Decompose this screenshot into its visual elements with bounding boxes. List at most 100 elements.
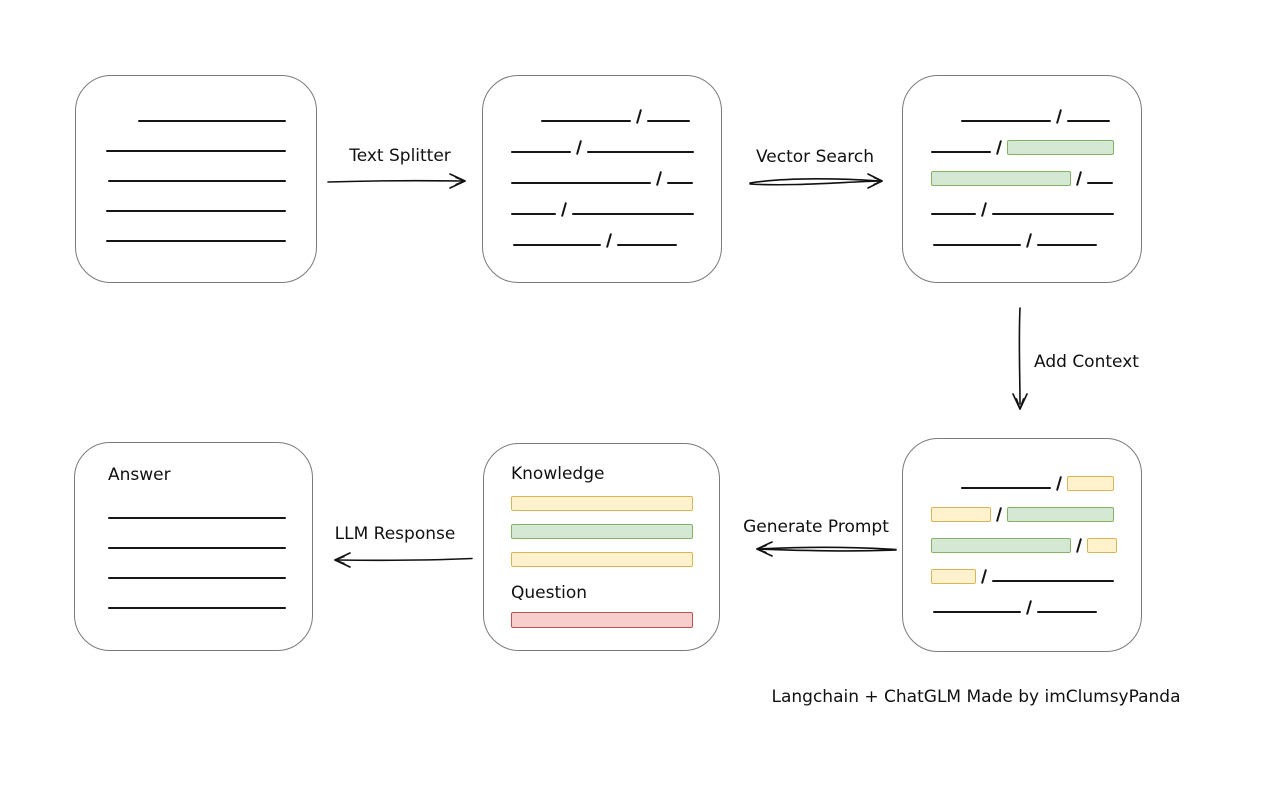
slash-separator xyxy=(1055,109,1063,124)
knowledge-title: Knowledge xyxy=(511,464,605,484)
question-title: Question xyxy=(511,583,588,603)
slash-separator xyxy=(635,109,643,124)
slash-separator xyxy=(1075,538,1083,553)
chunk-row xyxy=(903,201,1141,217)
chunk-row xyxy=(483,201,721,217)
context-chunks-box xyxy=(902,438,1142,652)
add-context-label: Add Context xyxy=(1034,352,1139,372)
slash-separator xyxy=(575,140,583,155)
text-line xyxy=(108,180,286,182)
highlight-yellow xyxy=(931,507,991,522)
chunk-row xyxy=(903,139,1141,155)
llm-response-arrow xyxy=(334,552,473,568)
chunk-rows xyxy=(483,108,721,248)
chunks-box xyxy=(482,75,722,283)
text-line xyxy=(108,577,286,579)
text-line xyxy=(587,151,694,153)
matched-chunk-rows xyxy=(903,108,1141,248)
text-line xyxy=(961,487,1051,489)
highlight-yellow xyxy=(1067,476,1114,491)
text-splitter-arrow xyxy=(327,173,466,189)
slash-separator xyxy=(1055,476,1063,491)
text-line xyxy=(931,151,991,153)
matched-chunks-box xyxy=(902,75,1142,283)
document-lines xyxy=(76,120,316,242)
text-line xyxy=(572,213,694,215)
chunk-row xyxy=(483,108,721,124)
text-line xyxy=(933,611,1021,613)
text-line xyxy=(961,120,1051,122)
text-line xyxy=(992,580,1114,582)
slash-separator xyxy=(980,202,988,217)
slash-separator xyxy=(655,171,663,186)
chunk-row xyxy=(903,506,1141,522)
context-chunk-rows xyxy=(903,475,1141,615)
llm-response-label: LLM Response xyxy=(334,524,456,544)
text-line xyxy=(138,120,286,122)
chunk-row xyxy=(903,232,1141,248)
text-line xyxy=(1067,120,1110,122)
text-line xyxy=(1087,182,1113,184)
text-line xyxy=(541,120,631,122)
text-splitter-label: Text Splitter xyxy=(349,146,451,166)
vector-search-label: Vector Search xyxy=(756,147,874,167)
add-context-arrow xyxy=(1012,307,1028,410)
text-line xyxy=(106,210,286,212)
prompt-box: Knowledge Question xyxy=(483,443,720,651)
text-line xyxy=(617,244,677,246)
highlight-yellow xyxy=(931,569,976,584)
text-line xyxy=(931,213,976,215)
text-line xyxy=(1037,611,1097,613)
chunk-row xyxy=(483,232,721,248)
text-line xyxy=(108,547,286,549)
question-bars xyxy=(511,612,693,628)
answer-title: Answer xyxy=(108,465,171,485)
document-box xyxy=(75,75,317,283)
slash-separator xyxy=(995,507,1003,522)
text-line xyxy=(511,151,571,153)
highlight-green xyxy=(1007,140,1114,155)
highlight-yellow xyxy=(1087,538,1117,553)
highlight-yellow xyxy=(511,552,693,567)
chunk-row xyxy=(483,170,721,186)
answer-box: Answer xyxy=(74,442,313,651)
chunk-row xyxy=(903,475,1141,491)
vector-search-arrow xyxy=(749,173,883,189)
chunk-row xyxy=(903,108,1141,124)
answer-lines xyxy=(75,517,312,609)
slash-separator xyxy=(1025,600,1033,615)
highlight-green xyxy=(1007,507,1114,522)
text-line xyxy=(933,244,1021,246)
text-line xyxy=(1037,244,1097,246)
highlight-red xyxy=(511,612,693,628)
chunk-row xyxy=(903,170,1141,186)
text-line xyxy=(108,517,286,519)
text-line xyxy=(106,240,286,242)
chunk-row xyxy=(903,599,1141,615)
chunk-row xyxy=(903,568,1141,584)
slash-separator xyxy=(605,233,613,248)
slash-separator xyxy=(980,569,988,584)
slash-separator xyxy=(560,202,568,217)
highlight-green xyxy=(511,524,693,539)
generate-prompt-arrow xyxy=(756,541,897,557)
highlight-green xyxy=(931,171,1071,186)
slash-separator xyxy=(995,140,1003,155)
highlight-yellow xyxy=(511,496,693,511)
text-line xyxy=(667,182,693,184)
text-line xyxy=(992,213,1114,215)
chunk-row xyxy=(483,139,721,155)
credit-caption: Langchain + ChatGLM Made by imClumsyPand… xyxy=(771,687,1181,707)
slash-separator xyxy=(1025,233,1033,248)
generate-prompt-label: Generate Prompt xyxy=(743,517,889,537)
text-line xyxy=(108,607,286,609)
slash-separator xyxy=(1075,171,1083,186)
text-line xyxy=(511,213,556,215)
text-line xyxy=(511,182,651,184)
chunk-row xyxy=(903,537,1141,553)
text-line xyxy=(647,120,690,122)
knowledge-bars xyxy=(511,496,693,567)
text-line xyxy=(106,150,286,152)
text-line xyxy=(513,244,601,246)
